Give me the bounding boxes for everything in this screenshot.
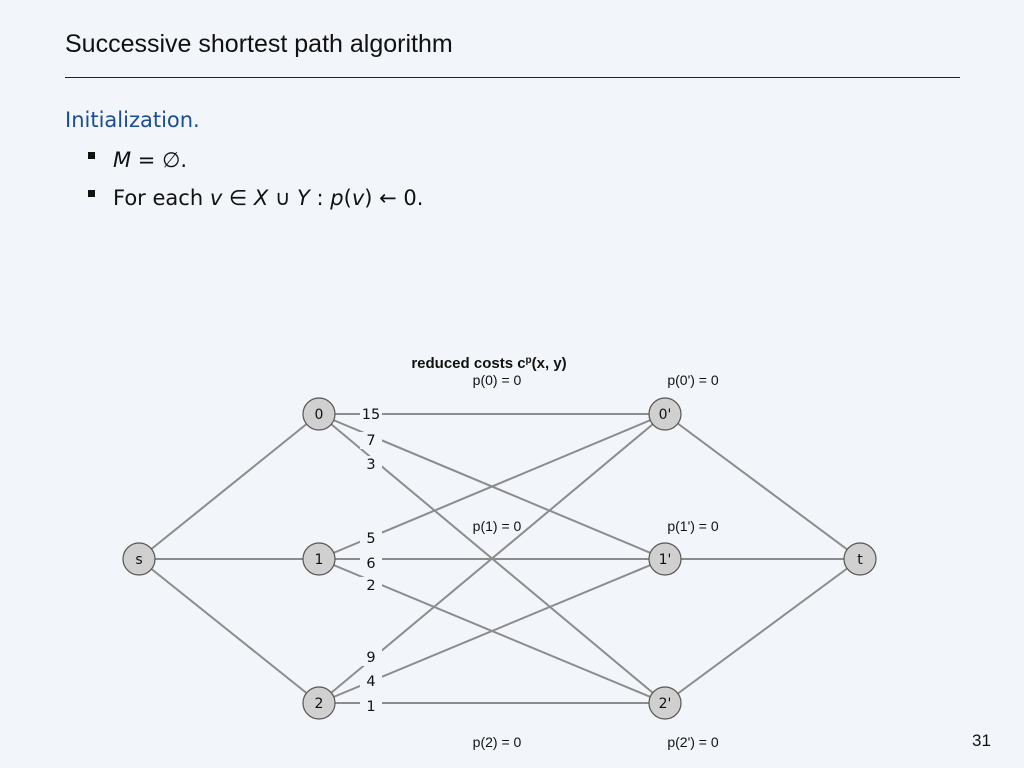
cost-label-bg — [360, 530, 382, 547]
node-circle — [648, 397, 682, 431]
cost-label-bg — [360, 406, 382, 423]
node-circle — [648, 542, 682, 576]
bullet-matching-empty: M = ∅. — [88, 146, 423, 184]
math-var: p — [330, 186, 344, 210]
node-label: 0' — [659, 407, 672, 423]
node-circle — [843, 542, 877, 576]
bullet-text: = ∅. — [131, 148, 188, 172]
math-var: v — [209, 186, 223, 210]
section-heading: Initialization. — [65, 108, 200, 132]
node-circle — [122, 542, 156, 576]
edge-s-2 — [138, 558, 320, 704]
math-symbol: ∪ — [268, 186, 298, 210]
cost-labels-layer: 15 7 3 5 6 2 9 4 1 — [360, 406, 382, 715]
cost-label-bg — [360, 577, 382, 594]
bullet-square-icon — [88, 190, 95, 197]
potential-label-0: p(0) = 0 — [473, 372, 522, 388]
diagram-caption: reduced costs cp(x, y) — [411, 355, 566, 372]
slide-title: Successive shortest path algorithm — [65, 30, 453, 58]
math-symbol: : — [309, 186, 331, 210]
node-label: 1 — [315, 552, 324, 568]
potential-label-1: p(1) = 0 — [473, 518, 522, 534]
math-symbol: ) — [364, 186, 373, 210]
page-number: 31 — [972, 731, 991, 750]
edges-layer — [138, 413, 861, 704]
node-circle — [302, 542, 336, 576]
node-circle — [648, 686, 682, 720]
cost-label-0-1p: 7 — [366, 433, 375, 449]
potential-labels-layer: p(0) = 0 p(0') = 0 p(1) = 0 p(1') = 0 p(2) =… — [473, 372, 719, 750]
cost-label-bg — [360, 649, 382, 666]
node-s: s — [122, 542, 156, 576]
potential-label-1p: p(1') = 0 — [667, 518, 719, 534]
cost-label-bg — [360, 432, 382, 449]
cost-label-1-0p: 5 — [366, 531, 375, 547]
math-symbol: ∈ — [222, 186, 254, 210]
math-var: v — [351, 186, 365, 210]
node-t: t — [843, 542, 877, 576]
node-label: 1' — [659, 552, 672, 568]
node-0p: 0' — [648, 397, 682, 431]
cost-label-bg — [360, 456, 382, 473]
node-1p: 1' — [648, 542, 682, 576]
math-symbol: ( — [343, 186, 352, 210]
matching-var: M — [113, 148, 132, 172]
cost-label-1-1p: 6 — [366, 556, 375, 572]
node-0: 0 — [302, 397, 336, 431]
node-circle — [302, 686, 336, 720]
bullet-text: For each — [113, 186, 210, 210]
cost-label-0-0p: 15 — [362, 407, 380, 423]
node-label: s — [135, 552, 142, 568]
bullet-list: M = ∅. For each v ∈ X ∪ Y : p(v) ← 0. — [88, 146, 423, 222]
node-label: t — [857, 552, 863, 568]
nodes-layer: s 0 1 2 0' 1' 2' t — [122, 397, 877, 720]
potential-label-2p: p(2') = 0 — [667, 734, 719, 750]
cost-label-2-2p: 1 — [366, 699, 375, 715]
edge-s-0 — [138, 413, 320, 560]
math-var: Y — [297, 186, 310, 210]
cost-label-bg — [360, 555, 382, 572]
cost-label-1-2p: 2 — [366, 578, 375, 594]
math-var: X — [253, 186, 269, 210]
node-2: 2 — [302, 686, 336, 720]
edge-0p-t — [664, 413, 861, 560]
cost-label-bg — [360, 698, 382, 715]
potential-label-0p: p(0') = 0 — [667, 372, 719, 388]
title-divider — [65, 77, 960, 78]
cost-label-bg — [360, 673, 382, 690]
node-2p: 2' — [648, 686, 682, 720]
bullet-potential-init: For each v ∈ X ∪ Y : p(v) ← 0. — [88, 184, 423, 222]
node-circle — [302, 397, 336, 431]
bullet-square-icon — [88, 152, 95, 159]
node-1: 1 — [302, 542, 336, 576]
cost-label-0-2p: 3 — [366, 457, 375, 473]
bullet-text: ← 0. — [372, 186, 424, 210]
node-label: 2 — [315, 696, 324, 712]
edge-2p-t — [664, 558, 861, 704]
potential-label-2: p(2) = 0 — [473, 734, 522, 750]
node-label: 0 — [315, 407, 324, 423]
cost-label-2-1p: 4 — [366, 674, 375, 690]
cost-label-2-0p: 9 — [366, 650, 375, 666]
node-label: 2' — [659, 696, 672, 712]
